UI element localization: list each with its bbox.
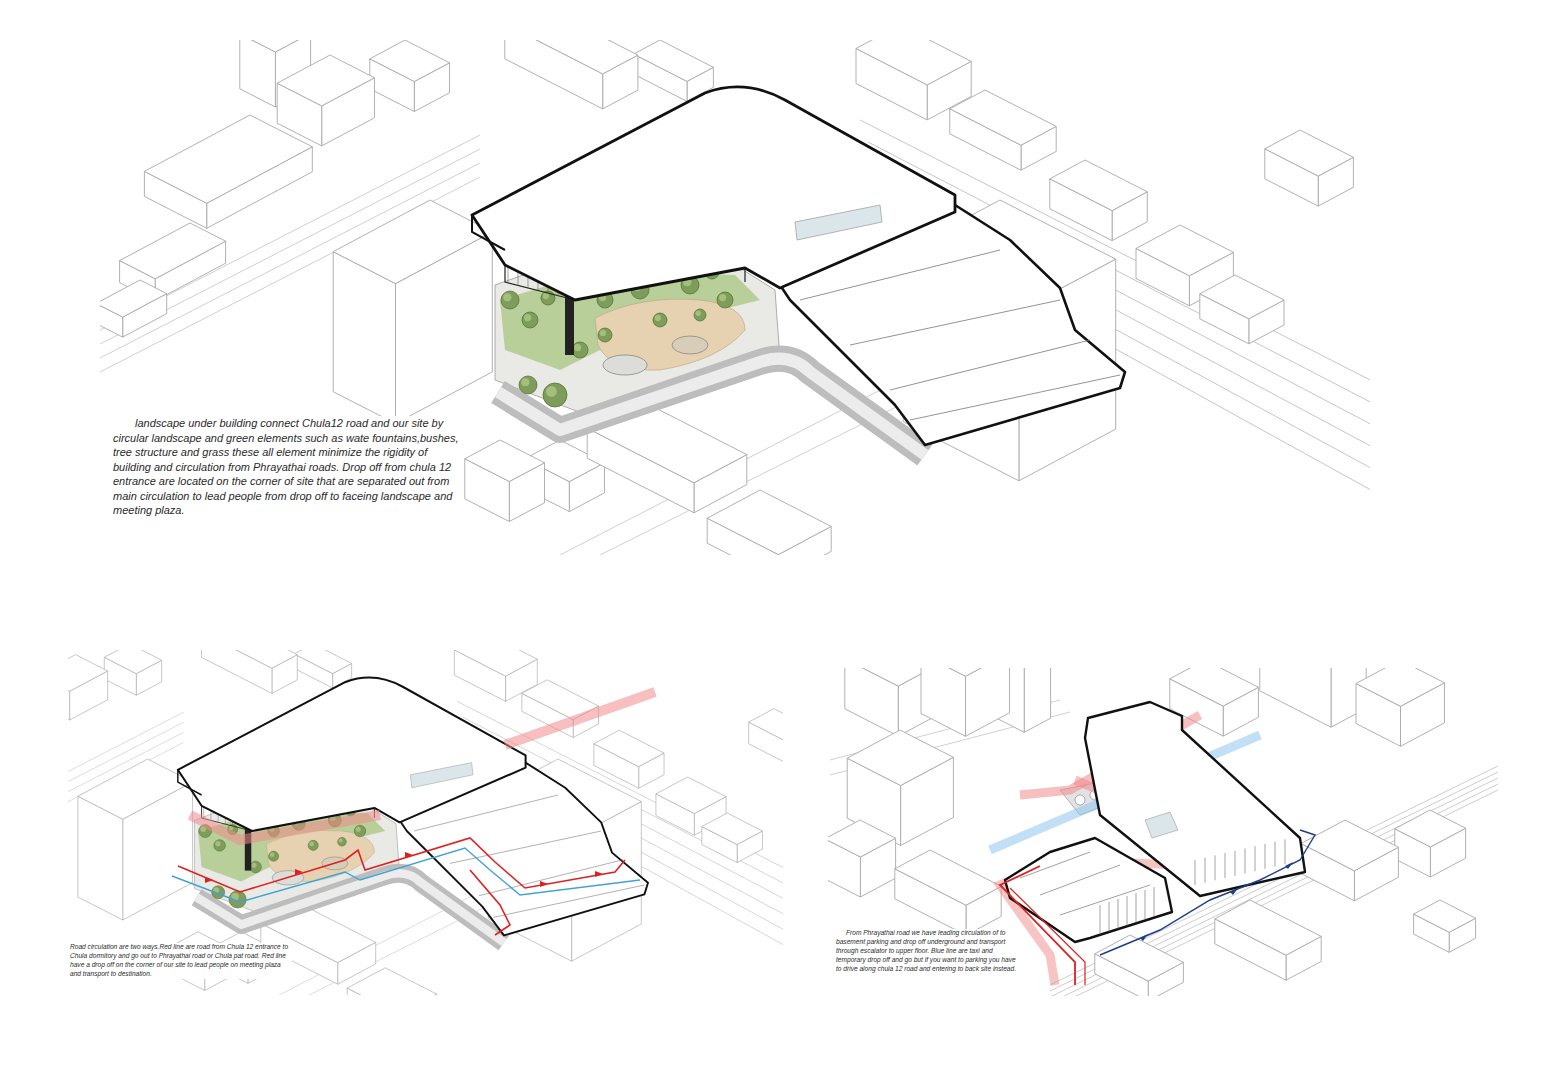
arrowhead <box>405 852 413 858</box>
mullion <box>1225 853 1226 878</box>
top-panel <box>100 40 1370 555</box>
pink-band <box>190 815 380 840</box>
context-building <box>1356 668 1445 706</box>
context-building <box>966 668 1010 736</box>
mullion <box>1145 890 1146 920</box>
context-building <box>921 668 1010 676</box>
tree <box>1075 795 1085 805</box>
mullion <box>1285 839 1286 864</box>
context-building <box>1215 900 1321 955</box>
context-building <box>895 850 1001 905</box>
blue-route <box>172 848 640 902</box>
mullion <box>1245 849 1246 874</box>
context-building <box>1170 668 1259 706</box>
context-building <box>1024 668 1050 732</box>
mullion <box>1275 842 1276 867</box>
context-building <box>1095 935 1184 981</box>
annotation-note: landscape under building connect Chula12… <box>113 416 461 518</box>
annotation-note: Road circulation are two ways.Red line a… <box>70 943 292 979</box>
skylight <box>1145 812 1178 838</box>
mullion <box>1235 851 1236 876</box>
red-route <box>178 838 625 892</box>
context <box>100 40 1370 555</box>
context-building <box>1260 668 1331 727</box>
mullion <box>1205 858 1206 883</box>
blue-route <box>1100 830 1315 955</box>
arrowhead <box>1230 888 1238 895</box>
mullion <box>1136 893 1137 923</box>
building <box>472 87 1125 455</box>
context-building <box>1395 810 1466 847</box>
bottom-right-panel <box>828 668 1498 996</box>
mullion <box>1118 899 1119 929</box>
context-building <box>845 668 934 686</box>
mullion <box>1154 887 1155 917</box>
arrowhead <box>205 877 213 883</box>
pink-band <box>505 692 655 745</box>
roof-line <box>1020 852 1150 915</box>
building-wing <box>1005 838 1172 942</box>
context-building <box>847 730 953 786</box>
context-building <box>921 668 966 736</box>
context <box>68 650 783 995</box>
mullion <box>1265 844 1266 869</box>
context-building <box>1414 900 1476 932</box>
red-route <box>470 870 510 935</box>
mullion <box>1215 855 1216 880</box>
mullion <box>1100 905 1101 935</box>
mullion <box>1109 902 1110 932</box>
arrowhead <box>295 869 303 875</box>
annotation-note: From Phrayathai road we have leading cir… <box>836 929 1022 973</box>
mullion <box>1255 846 1256 871</box>
arrowhead <box>540 881 548 887</box>
scaled-view <box>68 650 783 995</box>
arrowhead <box>1140 934 1148 941</box>
context-building <box>1301 820 1398 871</box>
bottom-left-panel <box>68 650 783 995</box>
mullion <box>1127 896 1128 926</box>
arrowhead <box>1285 862 1293 869</box>
context-building <box>828 820 896 857</box>
mullion <box>1195 860 1196 885</box>
arrowhead <box>595 871 603 877</box>
